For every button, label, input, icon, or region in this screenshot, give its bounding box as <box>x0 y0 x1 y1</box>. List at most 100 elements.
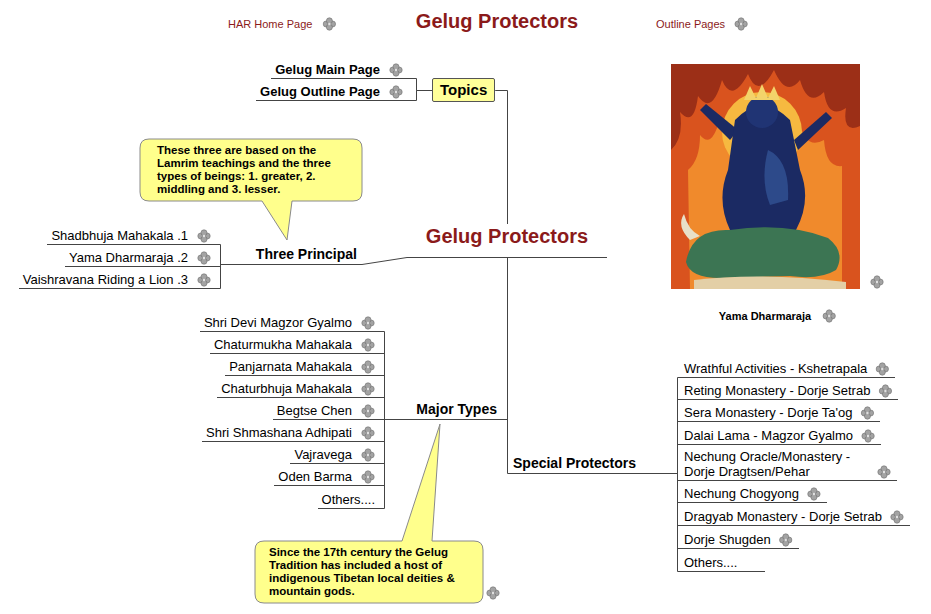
topic-text: Oden Barma <box>278 469 352 484</box>
callout-outline <box>255 424 483 603</box>
link-icon <box>808 488 820 500</box>
link-icon <box>891 511 903 523</box>
protector-leaf: Yama Dharmaraja .2 <box>65 249 218 267</box>
link-icon <box>871 276 883 288</box>
protector-leaf: Others.... <box>318 491 382 509</box>
protector-leaf: Vaishravana Riding a Lion .3 <box>19 271 218 289</box>
topic-text: Chaturbhuja Mahakala <box>221 381 352 396</box>
bull-horn <box>681 214 700 240</box>
protector-leaf: Shadbhuja Mahakala .1 <box>47 227 218 245</box>
topic-text: Vaishravana Riding a Lion .3 <box>23 272 188 287</box>
link-icon <box>390 86 402 98</box>
topic-text: Shri Shmashana Adhipati <box>206 425 352 440</box>
link-icon <box>323 18 335 30</box>
protector-leaf: Reting Monastery - Dorje Setrab <box>682 382 898 400</box>
link-icon <box>198 230 210 242</box>
branch-topic: Special Protectors <box>508 455 653 474</box>
topic-text: Shadbhuja Mahakala .1 <box>51 228 188 243</box>
deity-arm <box>794 112 832 150</box>
link-icon <box>362 471 374 483</box>
link-icon <box>362 361 374 373</box>
link-icon <box>823 310 835 322</box>
protector-leaf: Others.... <box>682 554 765 572</box>
protector-leaf: Chaturmukha Mahakala <box>210 336 382 354</box>
branch-line <box>218 265 240 289</box>
deity-crown <box>744 84 780 100</box>
link-icon <box>862 430 874 442</box>
link-icon <box>879 385 891 397</box>
protector-leaf: Dalai Lama - Magzor Gyalmo <box>682 427 881 445</box>
link-icon <box>487 587 499 599</box>
topic-text: Chaturmukha Mahakala <box>214 337 352 352</box>
protector-leaf: Shri Devi Magzor Gyalmo <box>200 314 382 332</box>
flames-outer <box>671 70 860 289</box>
topic-text: Panjarnata Mahakala <box>229 359 352 374</box>
topic-text: Dalai Lama - Magzor Gyalmo <box>684 428 853 443</box>
branch-line <box>653 378 682 474</box>
topic-text: Gelug Outline Page <box>260 84 380 99</box>
link-icon <box>780 534 792 546</box>
topic-leaf: Gelug Outline Page <box>256 83 410 101</box>
link-icon <box>198 274 210 286</box>
link-icon <box>861 407 873 419</box>
topic-text: Gelug Protectors <box>426 224 588 248</box>
topic-text: Vajravega <box>294 447 352 462</box>
branch-topic: Major Types <box>398 401 505 420</box>
protector-leaf: Oden Barma <box>274 468 382 486</box>
topic-box: Topics <box>432 78 495 102</box>
topic-text: Sera Monastery - Dorje Ta'og <box>684 405 852 420</box>
link-icon <box>362 383 374 395</box>
deity-painting <box>671 64 860 289</box>
topic-text: Others.... <box>684 555 737 570</box>
branch-line <box>382 354 398 420</box>
icon-layer <box>198 18 903 546</box>
consort-figure <box>764 150 788 205</box>
link-icon <box>362 427 374 439</box>
link-icon <box>735 18 747 30</box>
branch-line <box>653 474 682 572</box>
link-icon <box>198 252 210 264</box>
branch-line <box>382 332 398 420</box>
topic-text: Wrathful Activities - Kshetrapala <box>684 361 867 376</box>
topic-text: Special Protectors <box>513 455 636 472</box>
branch-line <box>382 420 398 509</box>
topic-leaf: Gelug Main Page <box>271 61 410 79</box>
topic-text: Begtse Chen <box>277 403 352 418</box>
branch-line <box>653 422 682 474</box>
central-topic: Gelug Protectors <box>407 224 607 258</box>
protector-leaf: Chaturbhuja Mahakala <box>217 380 382 398</box>
topic-text: Major Types <box>416 401 497 418</box>
branch-line <box>653 400 682 474</box>
link-icon <box>362 449 374 461</box>
branch-line <box>410 91 432 101</box>
protector-leaf: Sera Monastery - Dorje Ta'og <box>682 404 880 422</box>
link-icon <box>390 64 402 76</box>
protector-leaf: Wrathful Activities - Kshetrapala <box>682 360 895 378</box>
callout-note: Since the 17th century the Gelug Traditi… <box>255 541 483 603</box>
protector-leaf: Nechung Oracle/Monastery - Dorje Dragtse… <box>682 448 897 481</box>
link-icon <box>362 405 374 417</box>
prone-figure <box>694 276 846 289</box>
topic-text: Yama Dharmaraja .2 <box>69 250 188 265</box>
branch-topic: Three Principal <box>240 246 362 265</box>
topic-text: Reting Monastery - Dorje Setrab <box>684 383 870 398</box>
branch-line <box>382 376 398 420</box>
deity-arm <box>700 104 738 140</box>
protector-leaf: Vajravega <box>290 446 382 464</box>
link-icon <box>878 466 890 478</box>
topic-text: These three are based on the Lamrim teac… <box>157 144 352 196</box>
topic-text: Gelug Main Page <box>275 62 380 77</box>
topic-text: Nechung Chogyong <box>684 486 799 501</box>
topic-text: Topics <box>440 81 487 99</box>
topic-text: Others.... <box>322 492 375 507</box>
topic-text: Dragyab Monastery - Dorje Setrab <box>684 509 882 524</box>
topic-text: Shri Devi Magzor Gyalmo <box>204 315 352 330</box>
protector-leaf: Nechung Chogyong <box>682 485 827 503</box>
branch-line <box>507 258 509 474</box>
branch-line <box>362 258 407 265</box>
link-icon <box>362 339 374 351</box>
bull-figure <box>686 227 840 278</box>
nav-link: Outline Pages <box>656 17 725 31</box>
branch-line <box>410 79 432 91</box>
topic-text: Since the 17th century the Gelug Traditi… <box>269 546 477 598</box>
